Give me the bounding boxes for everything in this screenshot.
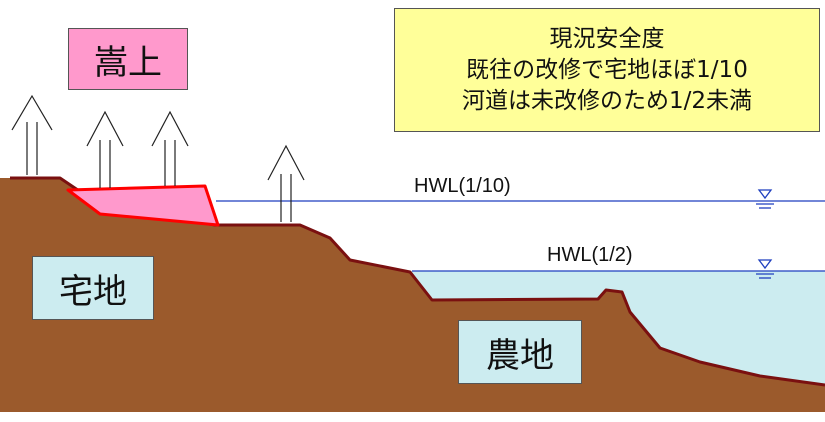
water-level-marker-icon bbox=[756, 259, 774, 279]
farmland-label: 農地 bbox=[458, 320, 582, 384]
up-arrow-icon bbox=[151, 110, 189, 186]
up-arrow-icon bbox=[11, 94, 53, 175]
safety-title: 現況安全度 bbox=[549, 25, 665, 52]
residential-label: 宅地 bbox=[32, 256, 154, 320]
safety-line-2: 河道は未改修のため1/2未満 bbox=[461, 87, 752, 114]
raised-label: 嵩上 bbox=[68, 28, 188, 90]
water-level-marker-icon bbox=[756, 189, 774, 209]
up-arrow-icon bbox=[267, 144, 305, 222]
hwl-1-10-label: HWL(1/10) bbox=[414, 175, 511, 197]
safety-callout: 現況安全度 既往の改修で宅地ほぼ1/10 河道は未改修のため1/2未満 bbox=[394, 8, 820, 132]
hwl-1-2-label: HWL(1/2) bbox=[547, 244, 633, 266]
up-arrow-icon bbox=[86, 110, 124, 188]
safety-line-1: 既往の改修で宅地ほぼ1/10 bbox=[466, 56, 748, 83]
raised-embankment bbox=[66, 184, 220, 227]
ground-section bbox=[0, 178, 825, 412]
